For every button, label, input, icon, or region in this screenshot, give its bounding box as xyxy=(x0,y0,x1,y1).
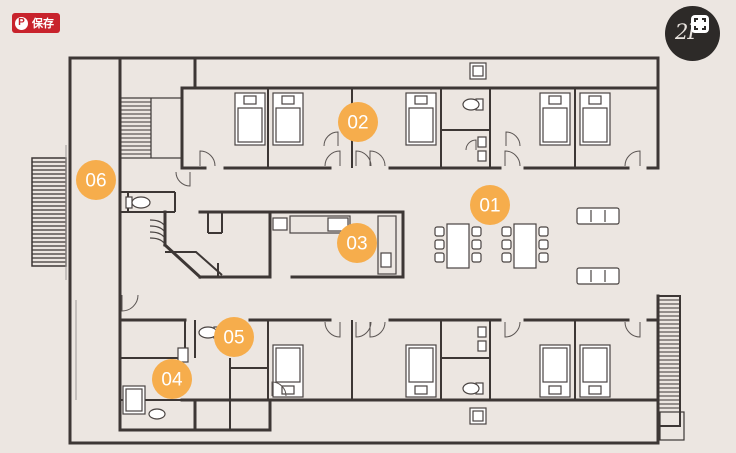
exterior-walls xyxy=(68,56,660,445)
bed-icon xyxy=(539,344,571,398)
west-balcony xyxy=(31,145,77,400)
svg-text:01: 01 xyxy=(479,196,500,217)
south-rooms xyxy=(118,318,660,425)
save-label: 保存 xyxy=(32,18,54,30)
bed-icon xyxy=(405,92,437,146)
svg-text:02: 02 xyxy=(347,113,368,134)
marker-02[interactable]: 02 xyxy=(338,102,378,142)
doors xyxy=(121,131,641,397)
marker-05[interactable]: 05 xyxy=(214,317,254,357)
beds xyxy=(234,92,611,398)
bed-icon xyxy=(234,92,266,146)
svg-text:04: 04 xyxy=(161,370,183,391)
bed-icon xyxy=(272,344,304,398)
svg-text:05: 05 xyxy=(223,328,244,349)
bed-icon xyxy=(405,344,437,398)
pinterest-icon: P xyxy=(15,16,28,30)
stairwell-east xyxy=(657,295,685,441)
floor-badge[interactable]: 2F xyxy=(665,6,720,61)
fullscreen-icon[interactable] xyxy=(689,13,711,35)
north-rooms xyxy=(180,62,660,170)
kitchen-counter xyxy=(272,215,397,275)
bed-icon xyxy=(539,92,571,146)
toilets xyxy=(122,98,487,420)
marker-03[interactable]: 03 xyxy=(337,223,377,263)
svg-text:06: 06 xyxy=(85,171,106,192)
svg-text:03: 03 xyxy=(346,234,367,255)
marker-06[interactable]: 06 xyxy=(76,160,116,200)
room-markers: 01 02 03 04 05 06 xyxy=(76,102,510,399)
marker-01[interactable]: 01 xyxy=(470,185,510,225)
stairwell-north xyxy=(119,97,183,159)
marker-04[interactable]: 04 xyxy=(152,359,192,399)
bed-icon xyxy=(579,92,611,146)
save-button[interactable]: P 保存 xyxy=(12,13,60,33)
bed-icon xyxy=(272,92,304,146)
lounge-furniture xyxy=(434,207,620,285)
west-service-block xyxy=(118,166,405,430)
bed-icon xyxy=(579,344,611,398)
